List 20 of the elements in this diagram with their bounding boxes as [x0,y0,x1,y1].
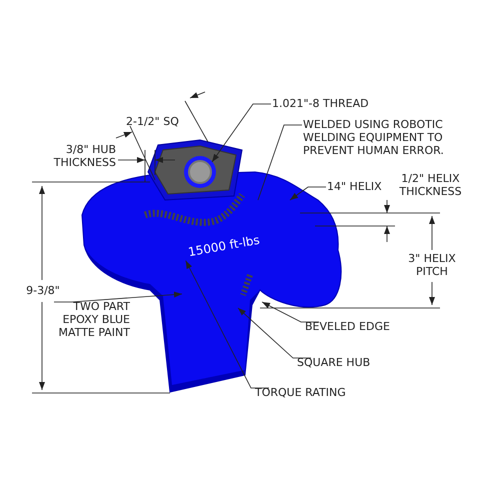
torque-marking: 15000 ft-lbs [168,230,280,263]
callout-text: TWO PART EPOXY BLUE MATTE PAINT [40,300,130,339]
callout-text: 1.021"-8 THREAD [272,97,382,110]
callout-text: TORQUE RATING [255,386,365,399]
leader-line [262,302,320,322]
dimension-text: 3/8" HUB THICKNESS [52,143,116,169]
callout-text: 14" HELIX [327,180,382,193]
leader-line [258,124,302,200]
leader-line [54,292,182,302]
leader-line [212,104,272,162]
callout-text: SQUARE HUB [297,356,387,369]
leader-line [290,186,326,200]
dimension-text: 2-1/2" SQ [126,115,180,128]
leader-line [185,260,270,388]
callout-note: WELDED USING ROBOTIC WELDING EQUIPMENT TO PREVENT HUMAN ERROR. [303,118,473,157]
callout-text: BEVELED EDGE [305,320,405,333]
dimension-text: 9-3/8" [25,284,61,297]
dimension-text: 3" HELIX PITCH [407,252,457,278]
dimension-text: 1/2" HELIX THICKNESS [398,172,463,198]
leader-line [238,308,312,358]
